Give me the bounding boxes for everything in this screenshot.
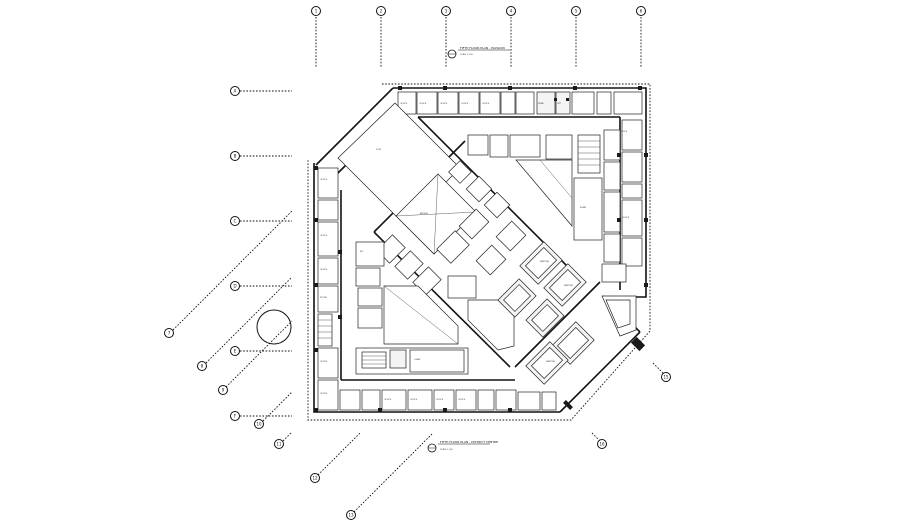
svg-text:OFFICE: OFFICE bbox=[400, 103, 408, 105]
svg-text:OFFICE: OFFICE bbox=[320, 235, 328, 237]
svg-text:LOBBY: LOBBY bbox=[414, 359, 421, 361]
svg-text:5: 5 bbox=[575, 9, 578, 14]
svg-text:13: 13 bbox=[348, 513, 354, 518]
center-core bbox=[376, 160, 527, 351]
svg-text:16: 16 bbox=[599, 442, 605, 447]
svg-text:OFFICE: OFFICE bbox=[320, 179, 328, 181]
svg-text:B: B bbox=[234, 154, 237, 159]
svg-text:E: E bbox=[234, 349, 237, 354]
grid-bubbles-diagonal: 7 8 9 10 11 12 13 bbox=[164, 328, 356, 520]
svg-text:7: 7 bbox=[168, 331, 171, 336]
grid-bubble-9: 9 bbox=[218, 385, 228, 395]
grid-bubble-a: A bbox=[230, 86, 240, 96]
svg-text:OFFICE: OFFICE bbox=[461, 103, 469, 105]
svg-text:OFFICE: OFFICE bbox=[482, 103, 490, 105]
svg-text:3: 3 bbox=[445, 9, 448, 14]
svg-text:WC: WC bbox=[360, 251, 364, 253]
svg-text:VOID: VOID bbox=[376, 149, 381, 151]
svg-text:MEETING: MEETING bbox=[564, 285, 574, 287]
grid-bubbles-right: 15 16 bbox=[597, 372, 671, 449]
grid-bubble-e: E bbox=[230, 346, 240, 356]
svg-text:MEETING: MEETING bbox=[540, 261, 550, 263]
svg-text:12: 12 bbox=[312, 476, 318, 481]
grid-bubble-11: 11 bbox=[274, 439, 284, 449]
svg-text:D: D bbox=[233, 284, 236, 289]
title-mark-top: FIFTH FLOOR PLAN - PAVILION SCALE 1:100 bbox=[447, 46, 510, 59]
svg-text:11: 11 bbox=[276, 442, 282, 447]
left-inner-block bbox=[355, 241, 469, 375]
svg-text:1: 1 bbox=[315, 9, 318, 14]
svg-text:OFFICE: OFFICE bbox=[410, 399, 418, 401]
grid-bubble-15: 15 bbox=[661, 372, 671, 382]
structural-columns bbox=[314, 86, 648, 412]
grid-bubble-7: 7 bbox=[164, 328, 174, 338]
title-top-line2: SCALE 1:100 bbox=[460, 53, 474, 56]
grid-bubbles-top: 1 2 3 4 5 6 bbox=[311, 6, 646, 16]
svg-text:A: A bbox=[234, 89, 237, 94]
svg-text:C: C bbox=[234, 219, 237, 224]
grid-bubble-13: 13 bbox=[346, 510, 356, 520]
svg-text:STORE: STORE bbox=[320, 297, 327, 299]
title-bottom-line1: FIFTH FLOOR PLAN - DISTRICT CENTRE bbox=[440, 440, 498, 444]
grid-bubble-3: 3 bbox=[441, 6, 451, 16]
svg-text:OFFICE: OFFICE bbox=[320, 361, 328, 363]
grid-lines bbox=[172, 17, 667, 513]
svg-text:15: 15 bbox=[663, 375, 669, 380]
svg-text:OFFICE: OFFICE bbox=[458, 399, 466, 401]
grid-bubble-12: 12 bbox=[310, 473, 320, 483]
grid-bubbles-left: A B C D E F bbox=[230, 86, 240, 421]
grid-bubble-2: 2 bbox=[376, 6, 386, 16]
rooms-right-column bbox=[601, 119, 643, 283]
grid-bubble-16: 16 bbox=[597, 439, 607, 449]
grid-bubble-8: 8 bbox=[197, 361, 207, 371]
svg-text:OFFICE: OFFICE bbox=[440, 103, 448, 105]
svg-text:8: 8 bbox=[201, 364, 204, 369]
title-mark-bottom: FIFTH FLOOR PLAN - DISTRICT CENTRE SCALE… bbox=[427, 440, 498, 453]
right-core bbox=[467, 98, 603, 241]
meeting-rooms bbox=[497, 241, 637, 385]
grid-bubble-1: 1 bbox=[311, 6, 321, 16]
atrium-right bbox=[515, 159, 573, 227]
svg-text:OFFICE: OFFICE bbox=[620, 131, 628, 133]
svg-text:OFFICE: OFFICE bbox=[419, 103, 427, 105]
grid-bubble-c: C bbox=[230, 216, 240, 226]
circular-feature bbox=[256, 309, 292, 345]
svg-text:9: 9 bbox=[222, 388, 225, 393]
svg-text:OFFICE: OFFICE bbox=[622, 217, 630, 219]
svg-text:PLANT: PLANT bbox=[580, 206, 587, 209]
grid-bubble-6: 6 bbox=[636, 6, 646, 16]
grid-bubble-b: B bbox=[230, 151, 240, 161]
title-top-line1: FIFTH FLOOR PLAN - PAVILION bbox=[460, 46, 505, 50]
large-diagonal-rooms bbox=[337, 102, 477, 255]
svg-text:MEETING: MEETING bbox=[546, 361, 556, 363]
room-tags: OFFICE OFFICE OFFICE OFFICE OFFICE STAIR… bbox=[320, 102, 630, 401]
svg-text:STAIR: STAIR bbox=[538, 102, 544, 105]
svg-text:4: 4 bbox=[510, 9, 513, 14]
grid-bubble-d: D bbox=[230, 281, 240, 291]
svg-text:OFFICE: OFFICE bbox=[384, 399, 392, 401]
grid-bubble-10: 10 bbox=[254, 419, 264, 429]
svg-text:6: 6 bbox=[640, 9, 643, 14]
title-bottom-line2: SCALE 1:100 bbox=[440, 448, 454, 451]
svg-text:OFFICE: OFFICE bbox=[320, 393, 328, 395]
svg-text:OFFICE: OFFICE bbox=[320, 269, 328, 271]
svg-text:2: 2 bbox=[380, 9, 383, 14]
svg-text:ATRIUM: ATRIUM bbox=[420, 212, 428, 215]
grid-bubble-5: 5 bbox=[571, 6, 581, 16]
svg-text:OFFICE: OFFICE bbox=[436, 399, 444, 401]
rooms-left-column bbox=[317, 167, 339, 411]
grid-bubble-4: 4 bbox=[506, 6, 516, 16]
svg-text:LIFT: LIFT bbox=[557, 103, 562, 105]
grid-bubble-f: F bbox=[230, 411, 240, 421]
rooms-bottom-row bbox=[339, 389, 557, 411]
svg-text:10: 10 bbox=[256, 422, 262, 427]
rooms-top-row bbox=[397, 91, 643, 115]
svg-text:F: F bbox=[234, 414, 237, 419]
